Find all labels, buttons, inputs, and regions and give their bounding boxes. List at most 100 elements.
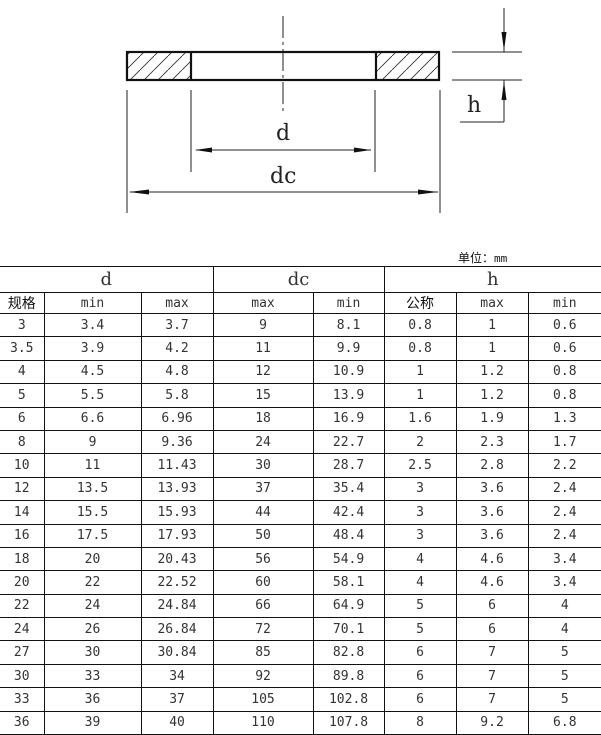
cell-d-min: 11: [43, 453, 142, 478]
cell-d-max: 40: [140, 710, 214, 735]
cell-h-nominal: 4: [383, 546, 457, 572]
cell-d-min: 6.6: [43, 406, 142, 431]
cell-h-min: 2.4: [527, 523, 601, 548]
cell-dc-min: 9.9: [312, 336, 385, 361]
cell-h-min: 3.4: [527, 546, 601, 572]
cell-h-max: 7: [455, 663, 529, 689]
header-h-min: min: [527, 292, 601, 314]
cell-h-max: 4.6: [455, 546, 529, 572]
unit-label: 单位：: [458, 251, 495, 265]
cell-h-nominal: 5: [383, 617, 457, 642]
cell-d-max: 26.84: [140, 617, 214, 642]
group-header-row: d dc h: [0, 266, 601, 293]
cell-h-nominal: 3: [383, 476, 457, 502]
cell-h-nominal: 0.8: [383, 312, 457, 338]
cell-d-max: 4.2: [140, 336, 214, 361]
cell-h-nominal: 5: [383, 593, 457, 619]
cell-dc-min: 58.1: [312, 570, 385, 595]
cell-h-max: 6: [455, 593, 529, 619]
cell-dc-max: 18: [212, 406, 314, 431]
cell-d-min: 17.5: [43, 523, 142, 548]
cell-dc-max: 50: [212, 523, 314, 548]
cell-size: 3.5: [0, 336, 45, 361]
cell-dc-min: 102.8: [312, 687, 385, 712]
dimension-d: d: [190, 90, 376, 172]
cell-h-min: 3.4: [527, 570, 601, 595]
cell-size: 12: [0, 476, 45, 502]
cell-h-max: 2.8: [455, 453, 529, 478]
cell-size: 16: [0, 523, 45, 548]
cell-d-min: 4.5: [43, 359, 142, 385]
cell-h-max: 3.6: [455, 523, 529, 548]
header-d-max: max: [140, 292, 214, 314]
cell-size: 27: [0, 640, 45, 665]
cell-dc-max: 24: [212, 429, 314, 455]
cell-d-min: 24: [43, 593, 142, 619]
cell-h-min: 6.8: [527, 710, 601, 735]
cell-h-min: 1.7: [527, 429, 601, 455]
dimension-h: h: [452, 8, 522, 123]
cell-h-max: 3.6: [455, 500, 529, 525]
cell-h-nominal: 2: [383, 429, 457, 455]
label-d: d: [276, 121, 290, 146]
label-dc: dc: [270, 164, 296, 189]
cell-h-min: 0.6: [527, 336, 601, 361]
cell-dc-max: 44: [212, 500, 314, 525]
cell-size: 8: [0, 429, 45, 455]
cell-h-nominal: 8: [383, 710, 457, 735]
cell-h-nominal: 6: [383, 687, 457, 712]
cell-size: 20: [0, 570, 45, 595]
cell-h-nominal: 1: [383, 383, 457, 408]
cell-dc-max: 85: [212, 640, 314, 665]
cell-d-min: 30: [43, 640, 142, 665]
group-header-h: h: [383, 266, 601, 293]
cell-dc-min: 107.8: [312, 710, 385, 735]
cell-d-max: 11.43: [140, 453, 214, 478]
cell-h-max: 7: [455, 640, 529, 665]
cell-h-min: 5: [527, 687, 601, 712]
cell-dc-max: 66: [212, 593, 314, 619]
cell-d-max: 3.7: [140, 312, 214, 338]
cell-d-max: 37: [140, 687, 214, 712]
cell-h-nominal: 3: [383, 523, 457, 548]
cell-h-min: 2.4: [527, 476, 601, 502]
cell-dc-max: 56: [212, 546, 314, 572]
cell-h-nominal: 0.8: [383, 336, 457, 361]
header-dc-max: max: [212, 292, 314, 314]
group-header-d: d: [0, 266, 214, 293]
cell-h-max: 6: [455, 617, 529, 642]
cell-size: 36: [0, 710, 45, 735]
cell-h-max: 9.2: [455, 710, 529, 735]
cell-d-min: 36: [43, 687, 142, 712]
cell-h-max: 3.6: [455, 476, 529, 502]
header-h-max: max: [455, 292, 529, 314]
cell-dc-min: 42.4: [312, 500, 385, 525]
cell-dc-max: 37: [212, 476, 314, 502]
cell-d-min: 33: [43, 663, 142, 689]
cell-h-min: 4: [527, 617, 601, 642]
cell-size: 5: [0, 383, 45, 408]
washer-section: [125, 50, 441, 82]
label-h: h: [467, 93, 481, 118]
cell-dc-min: 70.1: [312, 617, 385, 642]
cell-h-min: 2.2: [527, 453, 601, 478]
cell-size: 24: [0, 617, 45, 642]
group-header-dc: dc: [212, 266, 385, 293]
cell-dc-min: 54.9: [312, 546, 385, 572]
cell-d-min: 15.5: [43, 500, 142, 525]
cell-dc-min: 48.4: [312, 523, 385, 548]
cell-dc-min: 82.8: [312, 640, 385, 665]
cell-size: 30: [0, 663, 45, 689]
